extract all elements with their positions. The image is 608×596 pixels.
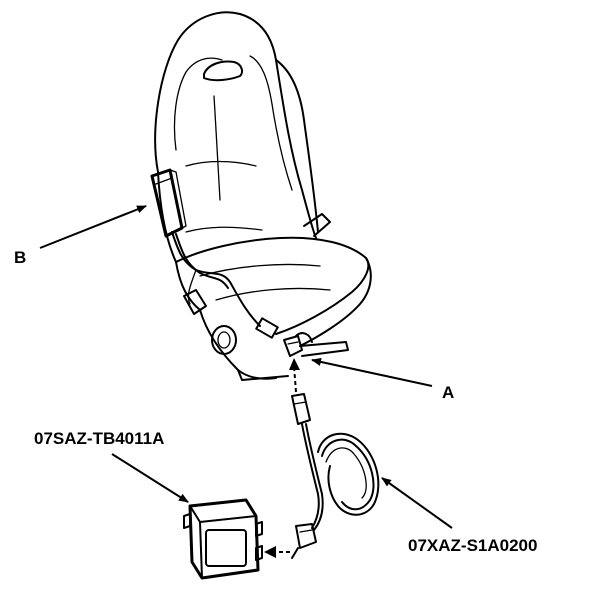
tool-cable: [291, 393, 380, 559]
label-tool-cable: 07XAZ-S1A0200: [408, 536, 537, 555]
leader-b: [39, 205, 147, 249]
connector-a: [283, 332, 313, 357]
side-airbag-module: [150, 168, 187, 238]
box-connection-arrow: [264, 546, 290, 558]
leader-tool-cable: [381, 477, 453, 529]
connection-arrow: [289, 358, 300, 393]
airbag-harness: [171, 231, 279, 339]
leader-a: [311, 357, 433, 387]
seat-back: [154, 11, 319, 263]
label-tool-box: 07SAZ-TB4011A: [34, 429, 164, 448]
tool-box: [183, 498, 263, 580]
leader-tool-box: [111, 453, 189, 503]
seat-cushion: [175, 213, 372, 381]
label-a: A: [442, 383, 454, 402]
label-b: B: [14, 248, 26, 267]
